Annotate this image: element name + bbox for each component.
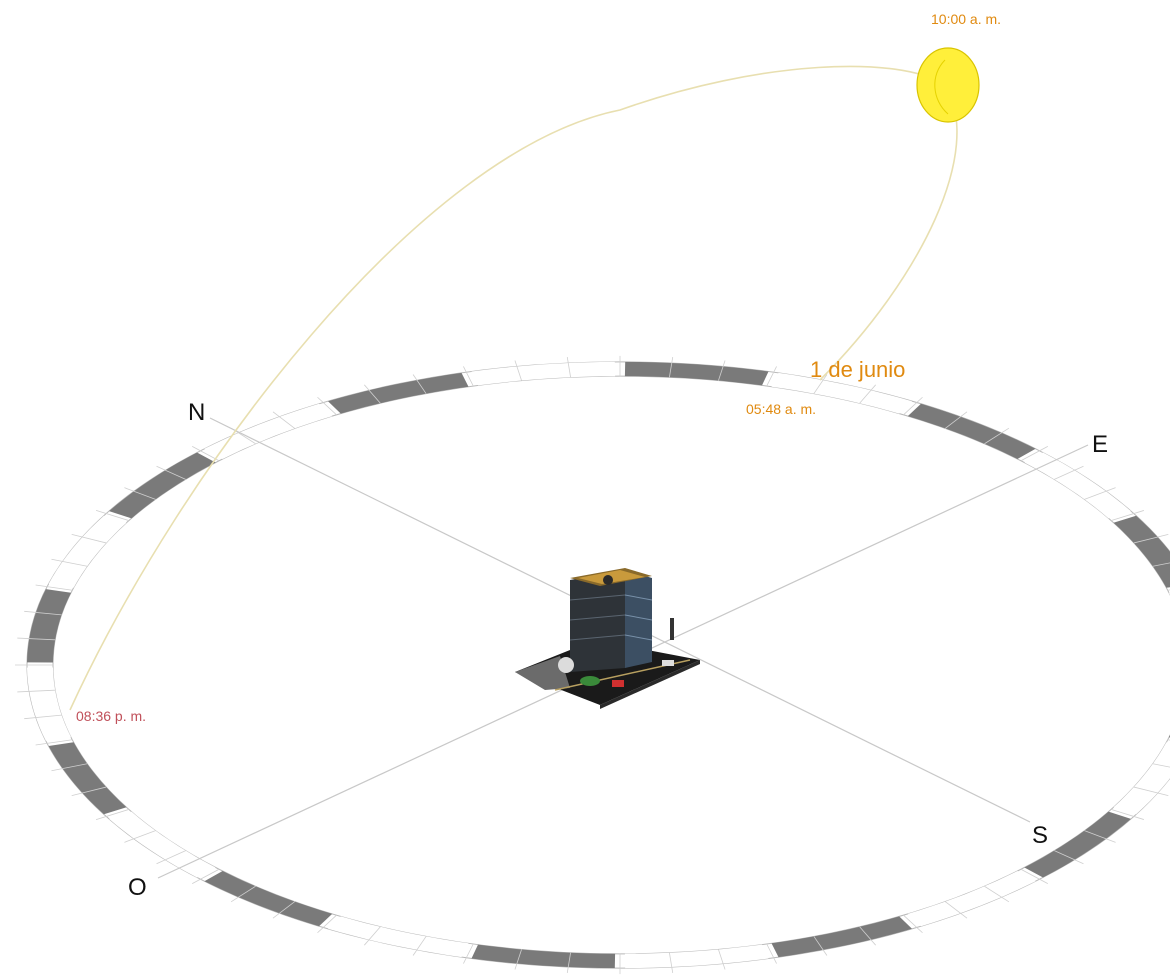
ring-tick (903, 396, 923, 416)
ring-tick (1133, 533, 1169, 544)
ring-segment-light (328, 916, 469, 958)
ring-segment-light (1024, 452, 1131, 519)
ring-tick (813, 374, 828, 394)
ring-tick (364, 926, 381, 946)
ring-tick (17, 637, 56, 641)
ring-tick (230, 885, 256, 903)
sun-path-arc (69, 65, 958, 711)
ring-tick (859, 926, 876, 946)
west-label: O (128, 874, 147, 901)
ring-segment-dark (328, 372, 469, 414)
ring-tick (51, 763, 88, 772)
ring-tick (463, 943, 474, 964)
ring-tick (766, 943, 777, 964)
ring-segment-light (204, 403, 333, 459)
ring-tick (1084, 487, 1116, 500)
ring-segment-dark (624, 361, 769, 386)
ring-tick (566, 356, 571, 378)
ring-tick (35, 739, 73, 746)
sunrise-time-label: 05:48 a. m. (746, 401, 816, 417)
ring-tick (984, 427, 1010, 445)
ring-tick (1054, 850, 1084, 865)
ring-segment-light (471, 361, 616, 386)
date-label: 1 de junio (810, 357, 905, 382)
ring-tick (463, 366, 474, 387)
ring-segment-light (27, 667, 72, 741)
ring-tick (364, 384, 381, 404)
ring-segment-light (771, 372, 912, 414)
ring-tick (1084, 830, 1116, 843)
ring-tick (24, 714, 62, 720)
ring-tick (903, 914, 923, 934)
ring-tick (766, 366, 777, 387)
ring-segment-light (109, 811, 216, 878)
building-icon (515, 568, 700, 709)
ring-segment-dark (771, 916, 912, 958)
ring-tick (718, 360, 726, 381)
ring-tick (669, 952, 674, 974)
ring-tick (192, 446, 220, 462)
compass-ring (15, 355, 1170, 975)
ring-tick (71, 786, 107, 797)
ring-tick (1110, 809, 1145, 820)
ring-tick (944, 411, 968, 429)
ring-segment-light (48, 515, 127, 588)
ring-tick (1152, 763, 1170, 768)
ring-segment-dark (1024, 811, 1131, 878)
ring-tick (317, 396, 337, 416)
ring-tick (859, 384, 876, 404)
ring-tick (1133, 786, 1169, 797)
ring-tick (35, 584, 73, 591)
ring-tick (1020, 446, 1048, 462)
sunset-time-label: 08:36 p. m. (76, 708, 146, 724)
ring-tick (1054, 465, 1084, 480)
ring-segment-dark (48, 742, 127, 815)
ring-tick (272, 901, 296, 919)
ring-segment-light (1113, 742, 1170, 815)
ring-tick (813, 936, 828, 956)
sun-icon (916, 47, 980, 123)
south-label: S (1032, 822, 1048, 849)
ring-tick (156, 465, 186, 480)
ring-segment-dark (1113, 515, 1170, 588)
ring-segment-light (907, 871, 1036, 927)
ring-tick (51, 558, 88, 567)
east-label: E (1092, 431, 1108, 458)
north-label: N (188, 399, 205, 426)
ring-tick (718, 949, 726, 970)
ring-tick (1110, 510, 1145, 521)
ring-tick (944, 901, 968, 919)
ring-segment-dark (907, 403, 1036, 459)
ring-tick (272, 411, 296, 429)
ring-tick (412, 936, 427, 956)
ring-tick (95, 510, 130, 521)
ring-segment-dark (27, 589, 72, 663)
ring-tick (984, 885, 1010, 903)
ring-segment-light (624, 944, 769, 969)
ring-tick (412, 374, 427, 394)
ring-segment-dark (109, 452, 216, 519)
ring-tick (566, 952, 571, 974)
ring-tick (156, 850, 186, 865)
ring-tick (1152, 562, 1170, 567)
ring-tick (124, 487, 156, 500)
ring-tick (1020, 868, 1048, 884)
sun-time-label: 10:00 a. m. (931, 11, 1001, 27)
ring-tick (124, 830, 156, 843)
ring-tick (71, 533, 107, 544)
ring-tick (95, 809, 130, 820)
ring-tick (514, 360, 522, 381)
ring-tick (317, 914, 337, 934)
ring-tick (669, 356, 674, 378)
ring-tick (514, 949, 522, 970)
ring-segment-dark (471, 944, 616, 969)
ring-tick (192, 868, 220, 884)
ring-segment-dark (204, 871, 333, 927)
ring-tick (24, 610, 62, 616)
ring-tick (17, 689, 56, 693)
